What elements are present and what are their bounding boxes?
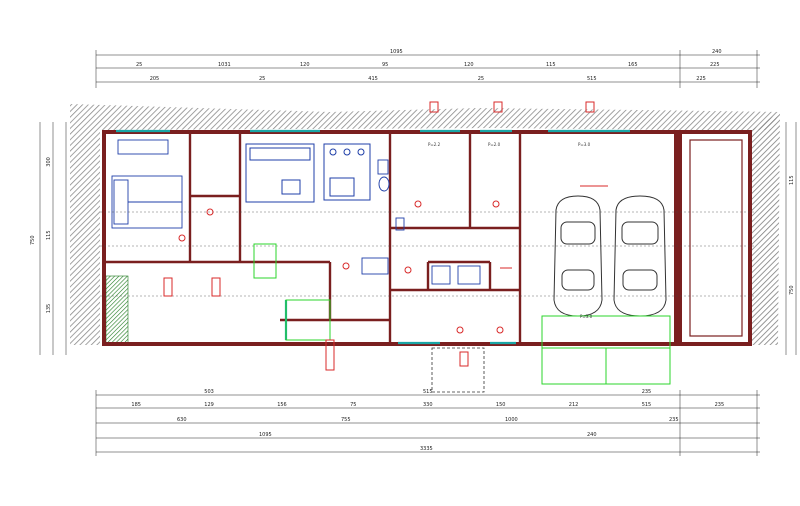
terrain-hatch-right [752, 112, 780, 345]
dim-bottom-grand: 3335 [420, 446, 433, 452]
dim-bottom-seg3-1: 755 [341, 417, 351, 423]
dim-left-overall: 750 [30, 235, 36, 245]
room-label-p4: P=3.0 [580, 314, 593, 319]
dim-bottom-seg2-4: 330 [423, 402, 433, 408]
dim-top-seg2-5: 115 [546, 62, 556, 68]
dim-top-seg3-1: 25 [259, 76, 265, 82]
room-label-p3: P=3.0 [578, 142, 591, 147]
dim-top-seg2-0: 25 [136, 62, 142, 68]
dim-bottom-seg1-2: 235 [642, 389, 652, 395]
dim-top-seg3-0: 205 [150, 76, 160, 82]
dim-left-seg-1: 115 [46, 230, 52, 240]
dim-top-seg2-3: 95 [382, 62, 388, 68]
dim-top-seg3-5: 225 [696, 76, 706, 82]
dim-bottom-seg2-5: 150 [496, 402, 506, 408]
dim-left-seg-2: 135 [46, 304, 52, 314]
dim-bottom-seg2-8: 235 [715, 402, 725, 408]
garden-strip [105, 275, 129, 345]
living-furniture [245, 143, 371, 203]
terrain-hatch-left [70, 104, 780, 345]
bathroom-fixtures [361, 159, 481, 285]
dim-right-seg-1: 750 [789, 285, 795, 295]
dim-bottom-total-0: 1095 [259, 432, 272, 438]
dim-bottom-seg3-0: 630 [177, 417, 187, 423]
dim-right-seg-0: 115 [789, 175, 795, 185]
dim-bottom-seg3-2: 1000 [505, 417, 518, 423]
dim-bottom-seg1-0: 503 [204, 389, 214, 395]
windows [116, 129, 630, 345]
structural-grid [100, 211, 756, 297]
bedroom-furniture [111, 139, 183, 229]
car-right [613, 195, 667, 317]
dim-bottom-total-1: 240 [587, 432, 597, 438]
dim-left-seg-0: 300 [46, 157, 52, 167]
terrace-outline [253, 243, 671, 385]
dim-bottom-seg3-3: 235 [669, 417, 679, 423]
dim-bottom-seg1-1: 515 [423, 389, 433, 395]
dim-bottom-seg2-2: 156 [277, 402, 287, 408]
dim-top-seg2-7: 225 [710, 62, 720, 68]
dim-top-seg3-2: 415 [368, 76, 378, 82]
dim-top-seg3-4: 515 [587, 76, 597, 82]
dim-top-seg2-6: 165 [628, 62, 638, 68]
bottom-dimension-lines [95, 390, 760, 456]
dim-top-seg2-2: 120 [300, 62, 310, 68]
car-left [553, 195, 603, 317]
dim-bottom-seg2-7: 515 [642, 402, 652, 408]
room-label-p1: P=2.2 [428, 142, 441, 147]
electrical-markers [163, 101, 608, 371]
entrance-canopy [431, 347, 485, 393]
dim-bottom-seg2-3: 75 [350, 402, 356, 408]
right-dimension-lines [785, 122, 797, 355]
dim-top-total: 1095 [390, 49, 403, 55]
interior-walls [104, 134, 522, 344]
dim-top-seg2-4: 120 [464, 62, 474, 68]
dim-bottom-seg2-0: 185 [131, 402, 141, 408]
dim-top-seg2-1: 1031 [218, 62, 231, 68]
top-dimension-lines [95, 50, 760, 88]
left-dimension-lines [39, 122, 67, 355]
dim-bottom-seg2-6: 212 [569, 402, 579, 408]
dim-top-seg3-3: 25 [478, 76, 484, 82]
dim-bottom-seg2-1: 129 [204, 402, 214, 408]
annex-room [689, 139, 743, 337]
dim-top-right: 240 [712, 49, 722, 55]
room-label-p2: P=2.0 [488, 142, 501, 147]
